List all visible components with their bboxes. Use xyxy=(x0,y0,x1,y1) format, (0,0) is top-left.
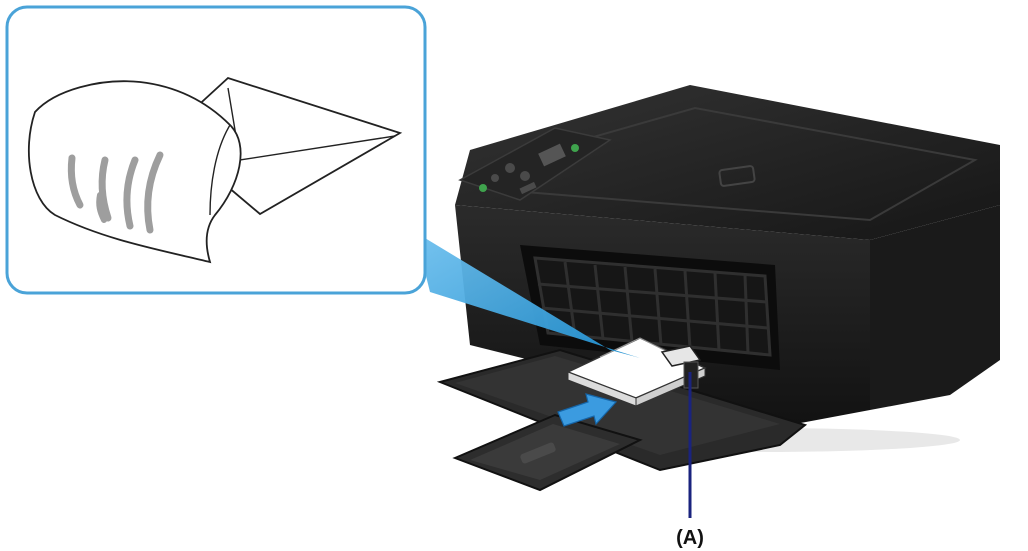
printer-side xyxy=(870,205,1000,410)
paper-output-tray xyxy=(436,348,808,472)
printer-top-lid xyxy=(455,85,1000,240)
callout-beam xyxy=(415,232,640,358)
insert-direction-arrow-icon xyxy=(557,393,618,427)
printer xyxy=(455,85,1000,452)
curled-envelope-icon xyxy=(28,76,403,264)
inner-cover-grid xyxy=(533,256,772,357)
lid-logo-mark xyxy=(718,165,756,187)
control-panel xyxy=(458,127,612,201)
callout-box xyxy=(5,5,427,295)
tray-extension xyxy=(452,413,643,492)
paper-guide-label: (A) xyxy=(676,527,704,549)
